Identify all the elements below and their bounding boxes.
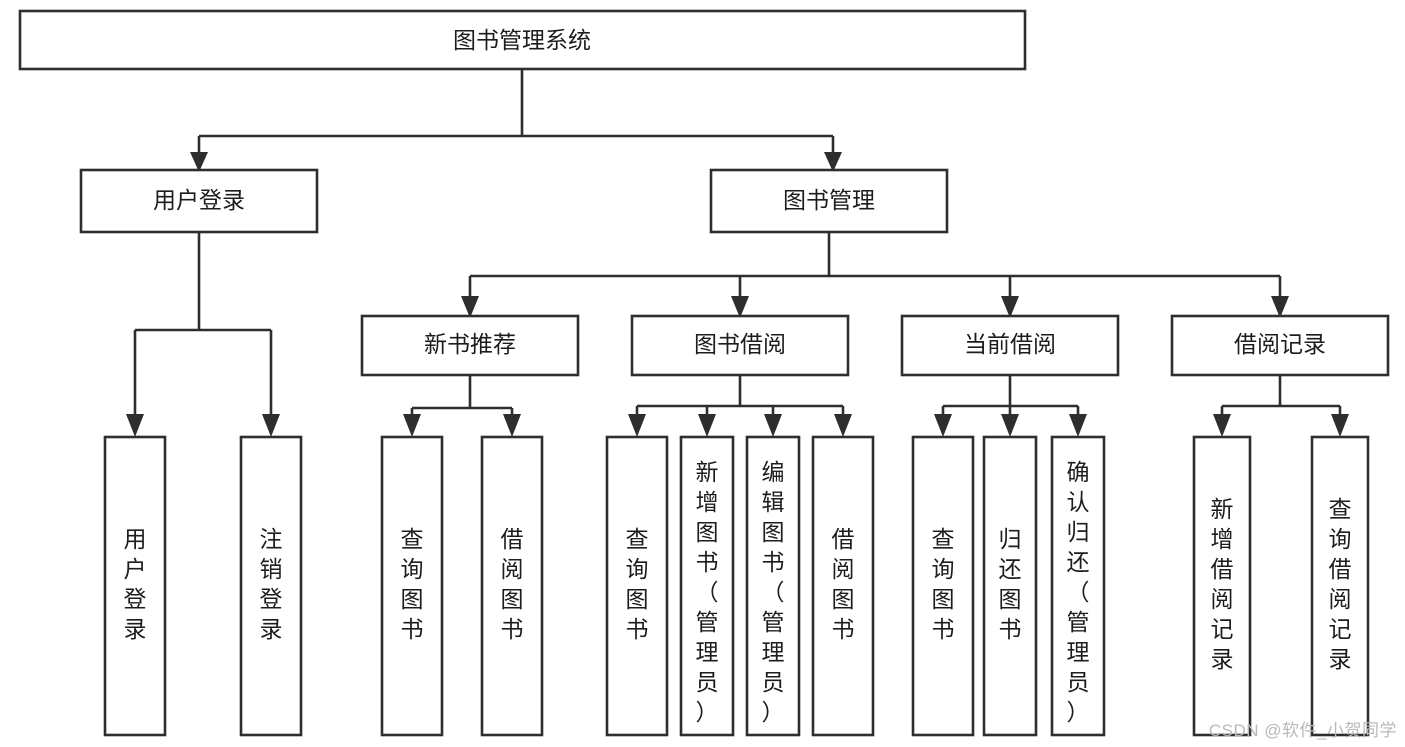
node-borrow-record[interactable]: 借阅记录 xyxy=(1170,314,1390,377)
leaf-borrow-book-1-label: 借阅图书 xyxy=(501,526,524,642)
node-user-login[interactable]: 用户登录 xyxy=(79,168,319,234)
leaf-node[interactable]: 新增借阅记录 xyxy=(1192,435,1252,737)
arrowhead-leaf-query-book-1 xyxy=(403,414,421,437)
arrowhead-leaf-edit-book xyxy=(764,414,782,437)
leaf-node[interactable]: 查询图书 xyxy=(911,435,975,737)
leaf-query-book-3-box[interactable] xyxy=(911,435,975,737)
leaf-node[interactable]: 用户登录 xyxy=(103,435,167,737)
arrowhead-leaf-return-book xyxy=(1001,414,1019,437)
node-borrow-record-label: 借阅记录 xyxy=(1234,331,1326,357)
node-borrow-record-box[interactable] xyxy=(1170,314,1390,377)
connector-layer xyxy=(133,69,1342,422)
leaf-return-book-box[interactable] xyxy=(982,435,1038,737)
connector-newbook-trunk xyxy=(410,375,514,422)
arrowhead-book-manage xyxy=(824,152,842,172)
leaf-query-book-2-label: 查询图书 xyxy=(626,526,649,642)
leaf-node[interactable]: 新增图书（管理员） xyxy=(679,435,735,737)
leaf-node[interactable]: 确认归还（管理员） xyxy=(1050,435,1106,737)
connector-bookmanage-trunk xyxy=(468,232,1282,302)
connector-borrowrecord-trunk xyxy=(1220,375,1342,422)
node-new-book-rec[interactable]: 新书推荐 xyxy=(360,314,580,377)
leaf-node[interactable]: 查询图书 xyxy=(380,435,444,737)
leaf-borrow-book-2-label: 借阅图书 xyxy=(832,526,855,642)
leaf-query-book-1-box[interactable] xyxy=(380,435,444,737)
csdn-watermark: CSDN @软件_小贺同学 xyxy=(1208,721,1397,740)
leaf-add-book-label: 新增图书（管理员） xyxy=(696,459,719,725)
leaf-borrow-book-2-box[interactable] xyxy=(811,435,875,737)
leaf-node[interactable]: 编辑图书（管理员） xyxy=(745,435,801,737)
arrowhead-book-borrow xyxy=(731,296,749,318)
arrowhead-leaf-add-record xyxy=(1213,414,1231,437)
arrowhead-leaf-borrow-book-2 xyxy=(834,414,852,437)
arrowhead-leaf-query-book-3 xyxy=(934,414,952,437)
node-new-book-rec-label: 新书推荐 xyxy=(424,331,516,357)
node-book-borrow-box[interactable] xyxy=(630,314,850,377)
arrowhead-leaf-query-book-2 xyxy=(628,414,646,437)
node-user-login-label: 用户登录 xyxy=(153,187,245,213)
node-book-borrow-label: 图书借阅 xyxy=(694,331,786,357)
leaf-query-book-1-label: 查询图书 xyxy=(401,526,424,642)
leaf-query-book-3-label: 查询图书 xyxy=(932,526,955,642)
leaf-node[interactable]: 查询图书 xyxy=(605,435,669,737)
leaf-query-record-box[interactable] xyxy=(1310,435,1370,737)
leaf-add-record-label: 新增借阅记录 xyxy=(1211,496,1234,672)
leaf-add-record-box[interactable] xyxy=(1192,435,1252,737)
node-book-manage[interactable]: 图书管理 xyxy=(709,168,949,234)
connector-userlogin-trunk xyxy=(133,232,273,422)
arrowhead-layer xyxy=(126,152,1349,437)
leaf-user-login-label: 用户登录 xyxy=(124,526,147,642)
arrowhead-borrow-record xyxy=(1271,296,1289,318)
arrowhead-current-borrow xyxy=(1001,296,1019,318)
node-book-borrow[interactable]: 图书借阅 xyxy=(630,314,850,377)
node-new-book-rec-box[interactable] xyxy=(360,314,580,377)
leaf-query-record-label: 查询借阅记录 xyxy=(1329,496,1352,672)
node-root-box[interactable] xyxy=(18,9,1027,71)
arrowhead-leaf-query-record xyxy=(1331,414,1349,437)
leaf-node[interactable]: 借阅图书 xyxy=(811,435,875,737)
connector-root-trunk xyxy=(197,69,835,158)
connector-bookborrow-trunk xyxy=(635,375,845,422)
leaf-confirm-return-box[interactable] xyxy=(1050,435,1106,737)
arrowhead-leaf-user-logout xyxy=(262,414,280,437)
node-user-login-box[interactable] xyxy=(79,168,319,234)
leaf-confirm-return-label: 确认归还（管理员） xyxy=(1067,459,1090,725)
leaf-node[interactable]: 注销登录 xyxy=(239,435,303,737)
leaf-node-layer: 用户登录 注销登录 查询图书 借阅图书 查询图书 新增图书（管理员） 编辑图书（管理员） 借阅… xyxy=(103,435,1370,737)
leaf-borrow-book-1-box[interactable] xyxy=(480,435,544,737)
node-book-manage-label: 图书管理 xyxy=(783,187,875,213)
arrowhead-leaf-borrow-book-1 xyxy=(503,414,521,437)
leaf-query-book-2-box[interactable] xyxy=(605,435,669,737)
leaf-edit-book-label: 编辑图书（管理员） xyxy=(762,459,785,725)
arrowhead-leaf-add-book xyxy=(698,414,716,437)
leaf-edit-book-box[interactable] xyxy=(745,435,801,737)
arrowhead-leaf-user-login xyxy=(126,414,144,437)
leaf-user-logout-box[interactable] xyxy=(239,435,303,737)
leaf-node[interactable]: 查询借阅记录 xyxy=(1310,435,1370,737)
leaf-node[interactable]: 借阅图书 xyxy=(480,435,544,737)
leaf-node[interactable]: 归还图书 xyxy=(982,435,1038,737)
leaf-add-book-box[interactable] xyxy=(679,435,735,737)
leaf-user-logout-label: 注销登录 xyxy=(260,526,283,642)
arrowhead-user-login xyxy=(190,152,208,172)
arrowhead-leaf-confirm-return xyxy=(1069,414,1087,437)
leaf-return-book-label: 归还图书 xyxy=(999,526,1022,642)
node-root-label: 图书管理系统 xyxy=(453,27,591,53)
node-current-borrow-box[interactable] xyxy=(900,314,1120,377)
leaf-user-login-box[interactable] xyxy=(103,435,167,737)
node-book-manage-box[interactable] xyxy=(709,168,949,234)
node-current-borrow-label: 当前借阅 xyxy=(964,331,1056,357)
node-current-borrow[interactable]: 当前借阅 xyxy=(900,314,1120,377)
arrowhead-new-book-rec xyxy=(461,296,479,318)
node-root[interactable]: 图书管理系统 xyxy=(18,9,1027,71)
